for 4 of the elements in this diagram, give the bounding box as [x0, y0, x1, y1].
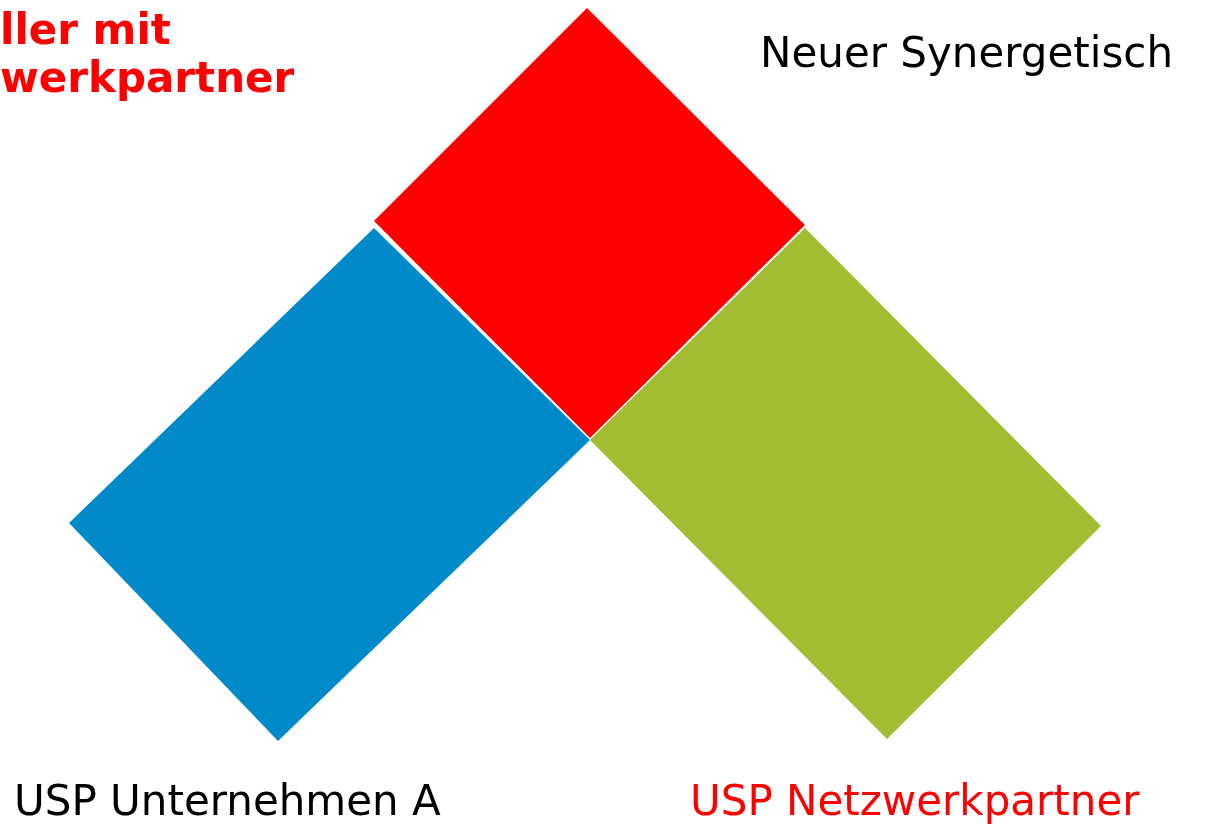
text-label: USP Netzwerkpartner: [690, 776, 1140, 826]
text-label: Neuer Synergetisch: [760, 28, 1174, 78]
text-label: USP Unternehmen A: [14, 776, 441, 826]
text-label: ller mit werkpartner: [0, 6, 296, 102]
